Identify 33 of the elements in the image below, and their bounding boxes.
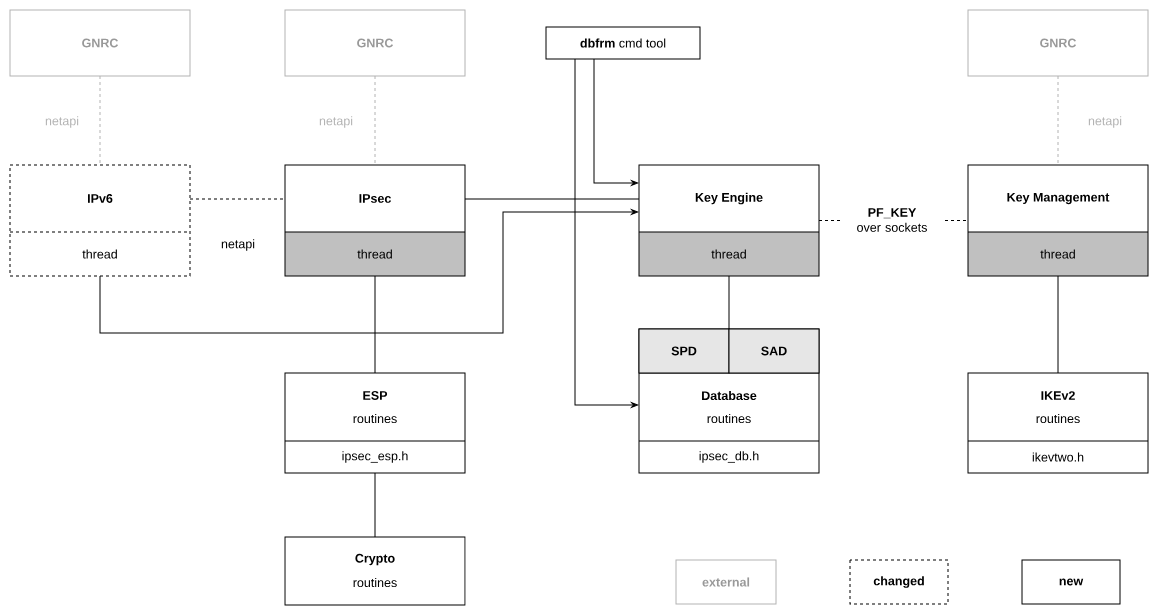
connector xyxy=(374,75,376,166)
legend-item: changed xyxy=(849,559,949,605)
module-box: IPv6 thread xyxy=(9,164,191,277)
legend-item: new xyxy=(1021,559,1121,605)
table-box: SAD xyxy=(728,328,820,374)
tool-box: dbfrm cmd tool xyxy=(545,26,701,60)
connector xyxy=(374,275,376,374)
connector xyxy=(1057,75,1059,166)
connector xyxy=(593,58,639,186)
module-box: GNRC xyxy=(284,9,466,77)
module-box: ESP routines ipsec_esp.h xyxy=(284,372,466,474)
module-box: Crypto routines xyxy=(284,536,466,606)
connector xyxy=(574,58,639,408)
legend-item: external xyxy=(675,559,777,605)
edge-label: netapi xyxy=(45,116,79,128)
connector xyxy=(728,275,730,330)
edge-label: netapi xyxy=(1088,116,1122,128)
module-box: IPsec thread xyxy=(284,164,466,277)
module-box: Key Management thread xyxy=(967,164,1149,277)
connector xyxy=(374,472,376,538)
connector xyxy=(99,75,101,166)
module-box: Key Engine thread xyxy=(638,164,820,277)
module-box: GNRC xyxy=(9,9,191,77)
edge-label: PF_KEY over sockets xyxy=(841,207,943,233)
table-box: SPD xyxy=(638,328,730,374)
module-box: IKEv2 routines ikevtwo.h xyxy=(967,372,1149,474)
connector xyxy=(189,198,286,200)
edge-label: netapi xyxy=(319,116,353,128)
edge-label: netapi xyxy=(221,239,255,251)
connector xyxy=(1057,275,1059,374)
connector xyxy=(99,209,639,334)
connector xyxy=(464,198,640,200)
module-box: GNRC xyxy=(967,9,1149,77)
